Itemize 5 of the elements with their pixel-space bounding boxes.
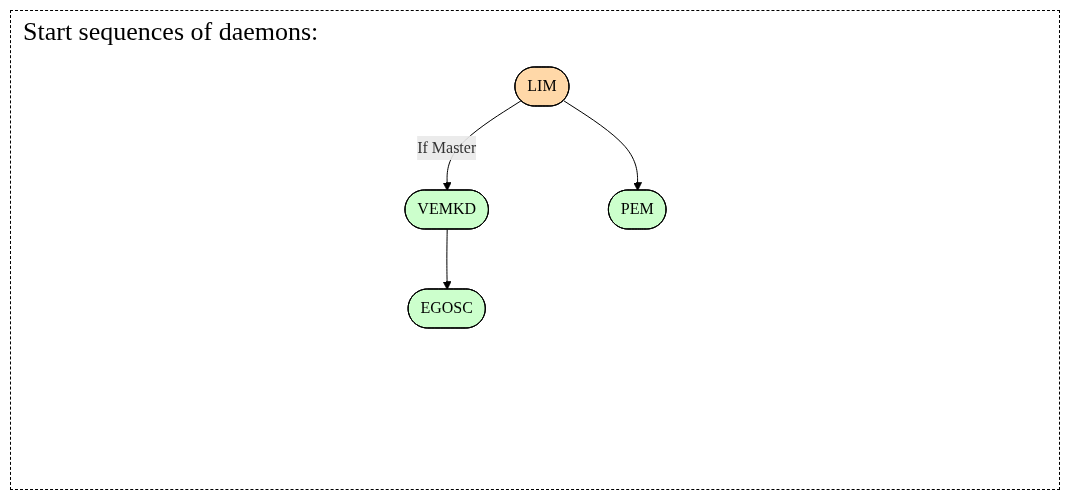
arrow (563, 100, 643, 191)
edge-label: If Master (417, 139, 477, 156)
dashed-frame: Start sequences of daemons: If Master LIM VEMKD PEM EGOSC (10, 10, 1060, 490)
diagram-title: Start sequences of daemons: (23, 17, 319, 47)
arrow (443, 229, 452, 290)
